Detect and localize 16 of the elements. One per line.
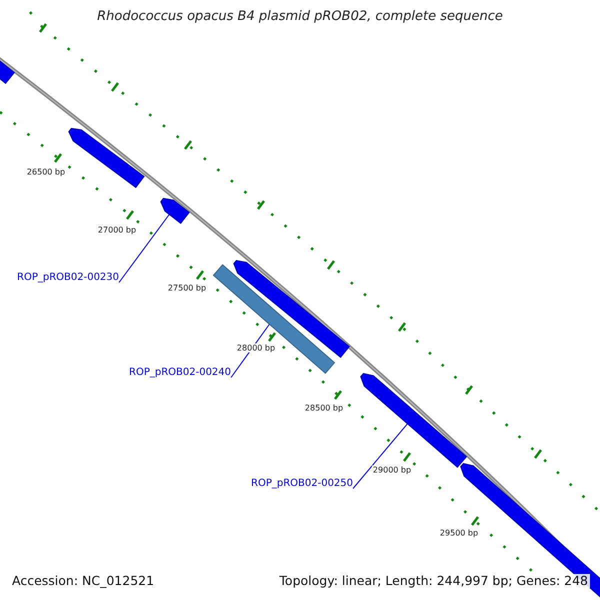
gene-name-label: ROP_pROB02-00230 (17, 272, 120, 284)
gene-name-label: ROP_pROB02-00240 (129, 367, 232, 378)
position-label: 29500 bp (438, 528, 480, 538)
sequence-summary-text: Topology: linear; Length: 244,997 bp; Genes: 248 (277, 574, 590, 588)
position-label: 27000 bp (96, 225, 138, 235)
diagram-title: Rhodococcus opacus B4 plasmid pROB02, complete sequence (97, 9, 503, 24)
position-label: 29000 bp (372, 465, 412, 475)
position-label: 26500 bp (26, 167, 66, 177)
gene-name-label: ROP_pROB02-00250 (251, 478, 354, 490)
position-label: 28000 bp (236, 343, 276, 353)
leader-line (352, 423, 408, 489)
position-label: 28500 bp (304, 403, 344, 413)
gene-arrow (160, 198, 190, 224)
leader-line (118, 214, 170, 283)
gene-arrow (360, 372, 468, 468)
position-label: 27500 bp (166, 283, 208, 293)
